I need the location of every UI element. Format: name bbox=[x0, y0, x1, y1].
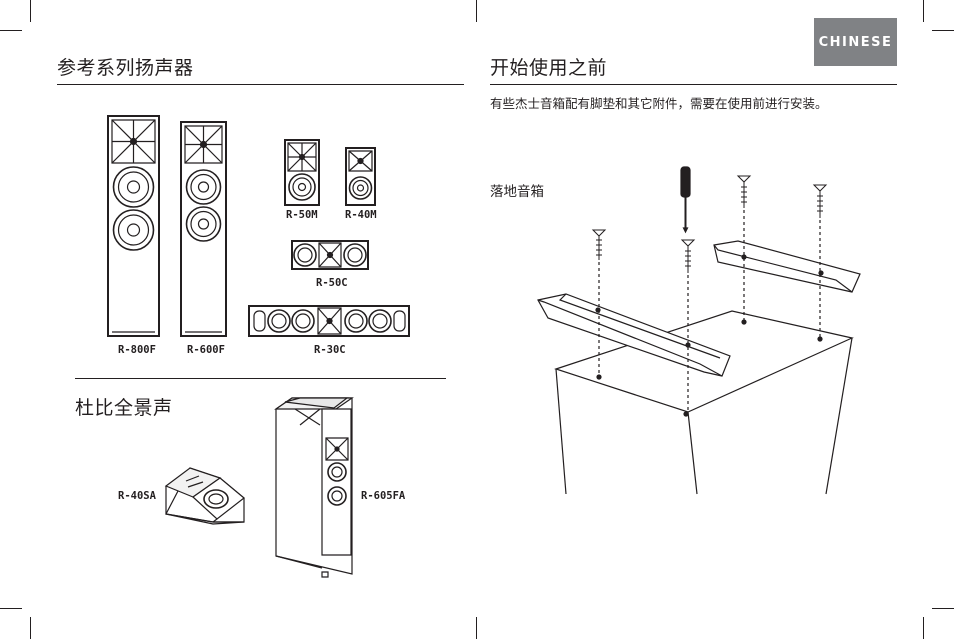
crop-mark bbox=[30, 617, 31, 639]
model-label-r50m: R-50M bbox=[286, 209, 318, 221]
floor-speaker-label: 落地音箱 bbox=[490, 184, 544, 200]
crop-mark bbox=[30, 0, 31, 22]
crop-mark bbox=[932, 30, 954, 31]
language-badge: CHINESE bbox=[814, 18, 897, 66]
model-label-r40m: R-40M bbox=[345, 209, 377, 221]
r600f-speaker bbox=[181, 122, 226, 336]
crop-mark bbox=[0, 608, 22, 609]
screw bbox=[593, 230, 605, 260]
intro-paragraph: 有些杰士音箱配有脚垫和其它附件，需要在使用前进行安装。 bbox=[490, 96, 828, 111]
model-label-r800f: R-800F bbox=[118, 344, 156, 356]
model-label-r30c: R-30C bbox=[314, 344, 346, 356]
page-title: 参考系列扬声器 bbox=[57, 57, 194, 79]
front-foot bbox=[538, 294, 730, 376]
back-foot bbox=[714, 241, 860, 292]
crop-mark bbox=[923, 0, 924, 22]
screw bbox=[682, 240, 694, 273]
center-mark bbox=[476, 617, 477, 639]
atmos-title: 杜比全景声 bbox=[75, 397, 173, 419]
section-rule bbox=[490, 84, 897, 85]
crop-mark bbox=[932, 608, 954, 609]
r605fa-speaker bbox=[276, 398, 352, 577]
center-mark bbox=[476, 0, 477, 22]
model-label-r50c: R-50C bbox=[316, 277, 348, 289]
screw bbox=[738, 176, 750, 208]
screwdriver bbox=[681, 167, 690, 232]
r40sa-speaker bbox=[166, 468, 244, 524]
r40m-speaker bbox=[346, 148, 375, 205]
model-label-r605fa: R-605FA bbox=[361, 490, 406, 502]
r30c-speaker bbox=[249, 306, 409, 336]
r50c-speaker bbox=[292, 241, 368, 269]
r50m-speaker bbox=[285, 140, 319, 205]
model-label-r40sa: R-40SA bbox=[118, 490, 156, 502]
r800f-speaker bbox=[108, 116, 159, 336]
atmos-rule bbox=[75, 378, 446, 379]
model-label-r600f: R-600F bbox=[187, 344, 225, 356]
title-rule bbox=[57, 84, 464, 85]
crop-mark bbox=[0, 30, 22, 31]
section-title: 开始使用之前 bbox=[490, 57, 608, 79]
crop-mark bbox=[923, 617, 924, 639]
screw bbox=[814, 185, 826, 218]
